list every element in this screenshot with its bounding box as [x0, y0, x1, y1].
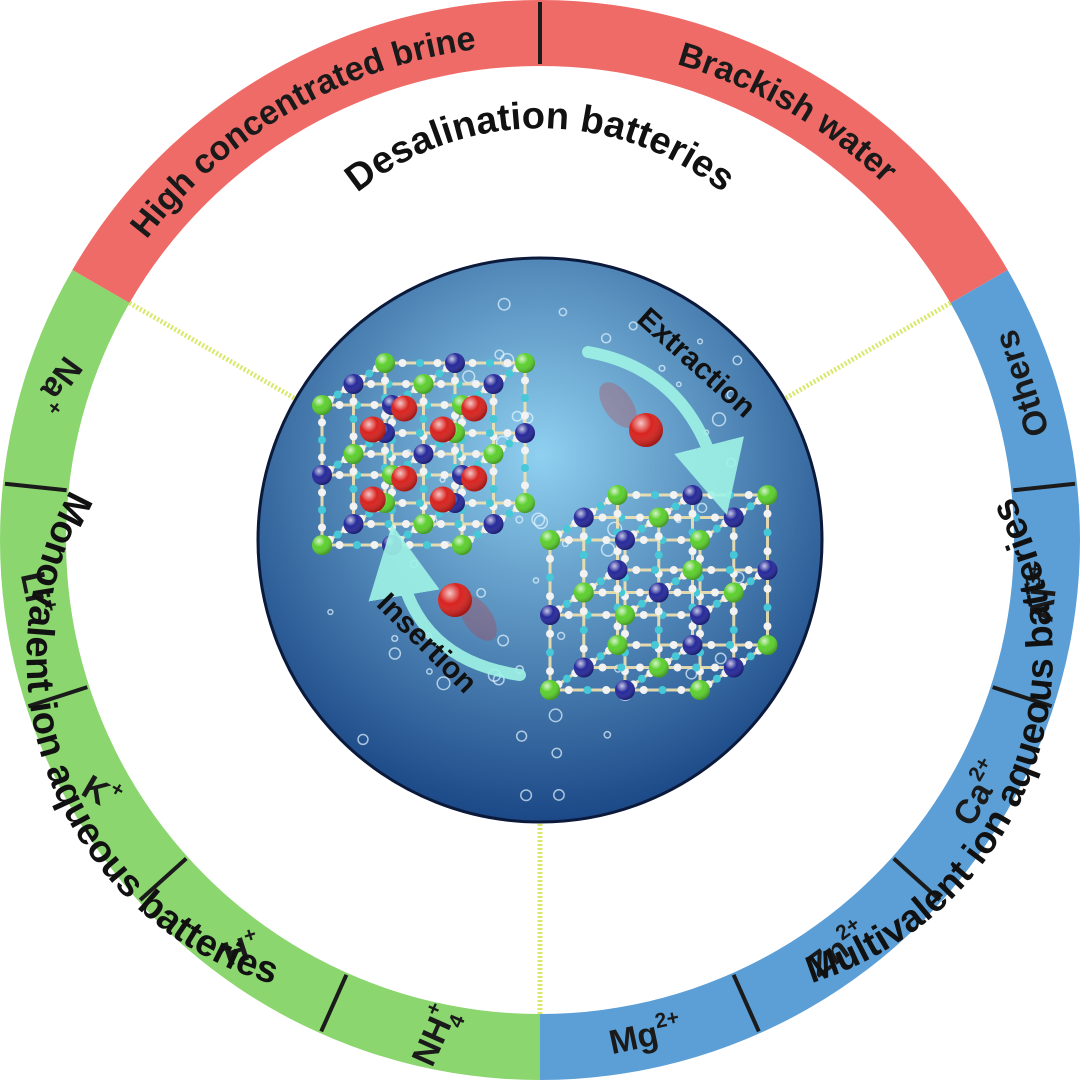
lattice-cube-loaded	[312, 353, 535, 555]
extraction-arrow	[582, 346, 744, 515]
monovalent-segment-separator	[138, 857, 188, 902]
bubble	[711, 412, 727, 427]
bubble	[533, 514, 549, 530]
lattice-cube-empty	[540, 485, 778, 700]
bubble	[497, 297, 511, 311]
monovalent-segment-separator	[319, 974, 349, 1033]
bubble	[436, 676, 451, 691]
bubble	[476, 587, 487, 598]
multivalent-segment-separator	[992, 685, 1053, 709]
desalination-title: Desalination batteries	[337, 95, 742, 200]
bubble	[388, 647, 402, 660]
bubble	[556, 631, 566, 641]
multivalent-ring-sector	[540, 270, 1080, 1080]
moving-ion-top	[599, 382, 663, 447]
bubble	[426, 668, 433, 675]
bubble	[497, 634, 510, 647]
insertion-arrow	[368, 524, 526, 681]
multivalent-ion-label: Al3+	[1018, 562, 1066, 624]
multivalent-segment-separator	[892, 857, 942, 902]
center-illustration: Extraction Insertion	[256, 256, 824, 824]
sector-divider-line	[128, 300, 296, 401]
multivalent-segment-separator	[731, 974, 761, 1033]
bubble	[658, 364, 666, 372]
bubble	[548, 708, 563, 723]
monovalent-ring-sector	[0, 270, 540, 1080]
multivalent-ion-label: Mg2+	[605, 1005, 685, 1062]
bubble	[696, 338, 704, 345]
moving-ion-bottom	[438, 583, 497, 641]
bubble	[515, 515, 524, 524]
bubble	[675, 381, 682, 388]
bubble	[726, 389, 737, 400]
bubble	[531, 512, 546, 527]
bubble	[732, 355, 743, 366]
bubble	[391, 634, 399, 643]
desalination-ring-sector	[72, 0, 1008, 303]
bubble	[515, 730, 528, 742]
monovalent-segment-separator	[27, 685, 88, 709]
multivalent-segment-separator	[1013, 481, 1076, 493]
bubble	[714, 652, 727, 665]
bubble	[558, 307, 568, 317]
monovalent-ion-label: Li+	[13, 567, 63, 617]
bubble	[600, 333, 612, 344]
bubble	[327, 608, 334, 616]
monovalent-segment-separator	[4, 481, 67, 493]
bubble	[607, 521, 623, 537]
bubble	[628, 321, 638, 331]
bubble	[357, 733, 369, 746]
sector-divider-line	[784, 300, 952, 401]
bubble	[603, 730, 612, 739]
bubble	[532, 577, 540, 584]
bubble	[553, 789, 565, 801]
bubble	[520, 789, 533, 802]
bubble	[551, 747, 563, 759]
